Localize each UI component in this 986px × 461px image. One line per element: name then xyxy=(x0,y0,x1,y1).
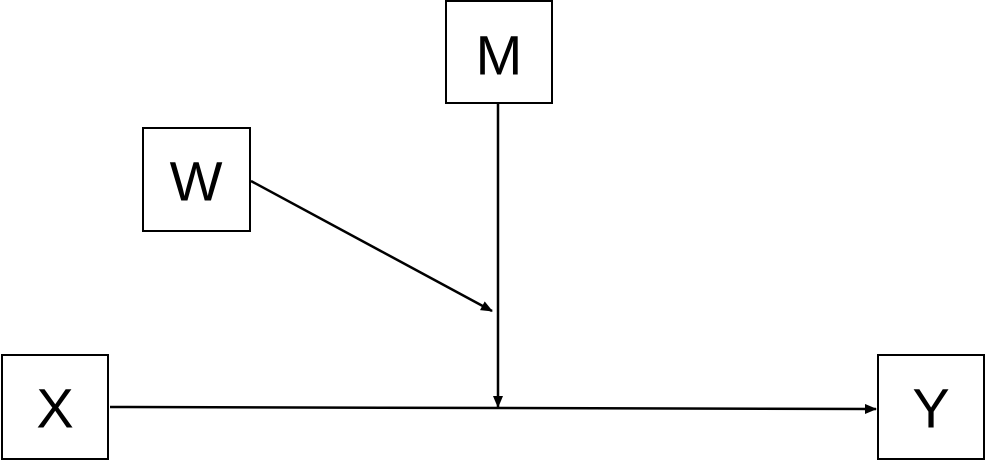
edge-x-to-y xyxy=(109,403,877,414)
node-w-box xyxy=(142,127,251,232)
node-m-box xyxy=(445,0,553,104)
node-w: W xyxy=(142,127,251,232)
node-y-label: Y xyxy=(912,377,949,440)
node-y-box xyxy=(877,354,985,460)
node-x-box xyxy=(1,354,109,460)
node-m-label: M xyxy=(476,24,523,87)
node-x-label: X xyxy=(36,377,73,440)
node-w-label: W xyxy=(170,150,223,213)
edge-w-to-m-path xyxy=(250,179,493,313)
node-x: X xyxy=(1,354,109,460)
node-m: M xyxy=(445,0,553,104)
node-y: Y xyxy=(877,354,985,460)
